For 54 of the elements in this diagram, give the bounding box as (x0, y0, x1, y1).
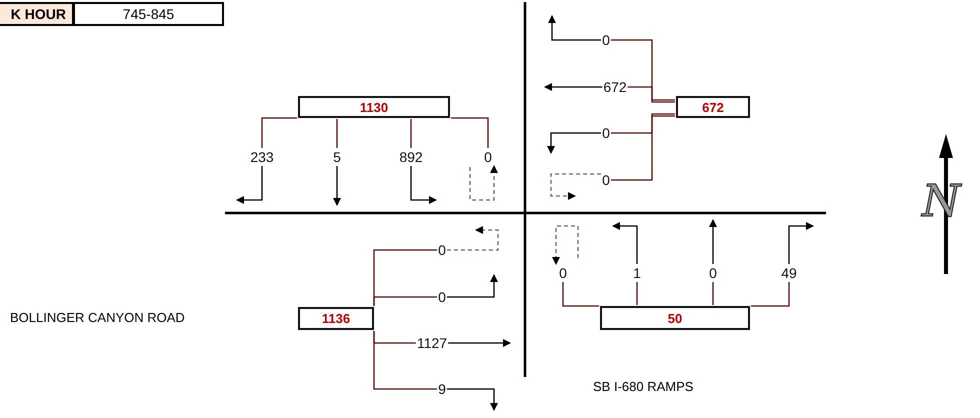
turning-volume: 0 (438, 242, 446, 258)
turning-volume: 5 (333, 149, 341, 165)
turning-volume: 49 (781, 265, 797, 281)
turning-volume: 0 (559, 265, 567, 281)
bracket-line (610, 115, 675, 181)
movement-arrow (410, 166, 437, 204)
bracket-line (610, 39, 675, 101)
turning-volume: 892 (399, 149, 423, 165)
movement-arrow (544, 83, 602, 91)
turning-volume: 0 (438, 289, 446, 305)
bracket-line (628, 86, 675, 103)
movement-arrow (448, 339, 511, 347)
movement-arrow (709, 219, 717, 264)
total-volume-box: 1136 (298, 307, 374, 330)
movement-arrow (236, 166, 263, 204)
peak-hour-cell: K HOUR (0, 2, 74, 26)
bracket-line (261, 117, 297, 148)
bracket-line (562, 282, 599, 307)
turning-volume: 233 (250, 149, 274, 165)
u-turn-arrow (552, 225, 579, 265)
turning-volume: 1 (633, 265, 641, 281)
turning-volume: 0 (484, 149, 492, 165)
turning-volume: 0 (602, 172, 610, 188)
turning-volume: 0 (709, 265, 717, 281)
turning-volume: 0 (602, 125, 610, 141)
bracket-line (336, 119, 338, 148)
total-volume-box: 1130 (298, 96, 450, 118)
bracket-line (373, 296, 438, 306)
bracket-line (712, 282, 714, 305)
movement-arrow (788, 222, 814, 264)
u-turn-arrow (469, 165, 498, 201)
u-turn-arrow (446, 226, 499, 251)
bracket-line (451, 117, 489, 148)
total-volume-box: 50 (600, 306, 750, 330)
movement-arrow (446, 388, 498, 411)
turning-volume: 1127 (416, 335, 448, 351)
movement-arrow (333, 166, 341, 206)
movement-arrow (612, 222, 638, 264)
turning-volume: 672 (603, 79, 627, 95)
total-volume-box: 672 (676, 96, 750, 118)
movement-arrow (548, 15, 602, 41)
bracket-line (751, 282, 790, 307)
turning-volume: 0 (602, 32, 610, 48)
bracket-line (410, 119, 412, 148)
bracket-line (636, 282, 638, 305)
turning-volume: 9 (438, 381, 446, 397)
street-name: BOLLINGER CANYON ROAD (10, 310, 185, 325)
bracket-line (610, 113, 675, 134)
movement-arrow (547, 132, 602, 154)
time-period-cell: 745-845 (73, 2, 224, 26)
u-turn-arrow (550, 173, 602, 200)
street-name: SB I-680 RAMPS (593, 379, 694, 394)
bracket-line (373, 331, 438, 390)
movement-arrow (446, 274, 498, 298)
